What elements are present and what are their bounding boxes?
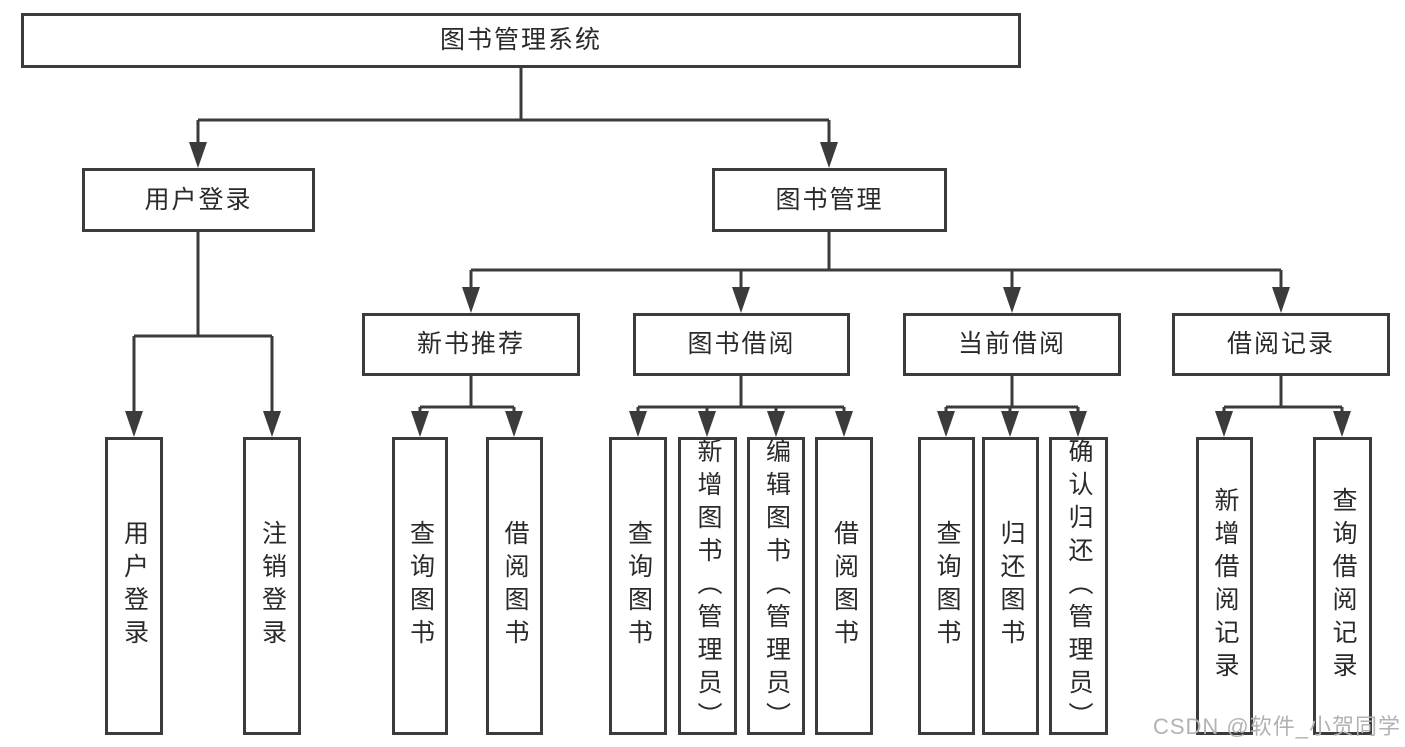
leaf-current-confirm-return-admin: 确认归还（管理员） <box>1049 437 1108 735</box>
leaf-borrow-edit-books-admin: 编辑图书（管理员） <box>747 437 805 735</box>
node-book-management-label: 图书管理 <box>775 185 884 214</box>
node-book-management: 图书管理 <box>712 168 947 232</box>
leaf-current-confirm-return-admin-label: 确认归还（管理员） <box>1065 437 1093 735</box>
leaf-current-return-books: 归还图书 <box>982 437 1039 735</box>
leaf-current-return-books-label: 归还图书 <box>997 520 1025 652</box>
leaf-records-add-borrow-record: 新增借阅记录 <box>1196 437 1253 735</box>
csdn-watermark: CSDN @软件_小贺同学 <box>1152 714 1401 739</box>
leaf-records-query-borrow-record-label: 查询借阅记录 <box>1329 487 1357 685</box>
leaf-borrow-borrow-books: 借阅图书 <box>815 437 873 735</box>
leaf-newbook-borrow-books-label: 借阅图书 <box>501 520 529 652</box>
node-new-book-recommend: 新书推荐 <box>362 313 580 376</box>
leaf-borrow-add-books-admin-label: 新增图书（管理员） <box>694 437 722 735</box>
node-borrow-records-label: 借阅记录 <box>1226 330 1335 358</box>
node-book-borrow-label: 图书借阅 <box>687 330 796 358</box>
node-root-label: 图书管理系统 <box>439 26 602 54</box>
node-borrow-records: 借阅记录 <box>1172 313 1390 376</box>
leaf-newbook-query-books: 查询图书 <box>392 437 448 735</box>
leaf-current-query-books-label: 查询图书 <box>933 520 961 652</box>
leaf-records-query-borrow-record: 查询借阅记录 <box>1313 437 1372 735</box>
node-current-borrow-label: 当前借阅 <box>957 330 1066 358</box>
node-book-borrow: 图书借阅 <box>633 313 850 376</box>
leaf-records-add-borrow-record-label: 新增借阅记录 <box>1211 487 1239 685</box>
leaf-borrow-query-books: 查询图书 <box>609 437 667 735</box>
leaf-borrow-borrow-books-label: 借阅图书 <box>830 520 859 652</box>
leaf-borrow-edit-books-admin-label: 编辑图书（管理员） <box>762 437 791 735</box>
leaf-logout-label: 注销登录 <box>258 520 287 652</box>
leaf-current-query-books: 查询图书 <box>918 437 975 735</box>
leaf-logout: 注销登录 <box>243 437 301 735</box>
leaf-user-login-label: 用户登录 <box>120 520 149 652</box>
leaf-borrow-add-books-admin: 新增图书（管理员） <box>678 437 737 735</box>
leaf-newbook-query-books-label: 查询图书 <box>406 520 435 652</box>
node-user-login: 用户登录 <box>82 168 315 232</box>
leaf-newbook-borrow-books: 借阅图书 <box>486 437 543 735</box>
leaf-borrow-query-books-label: 查询图书 <box>624 520 653 652</box>
node-root: 图书管理系统 <box>21 13 1021 68</box>
node-current-borrow: 当前借阅 <box>903 313 1121 376</box>
node-user-login-label: 用户登录 <box>144 185 253 214</box>
node-new-book-recommend-label: 新书推荐 <box>416 330 525 358</box>
leaf-user-login: 用户登录 <box>105 437 163 735</box>
